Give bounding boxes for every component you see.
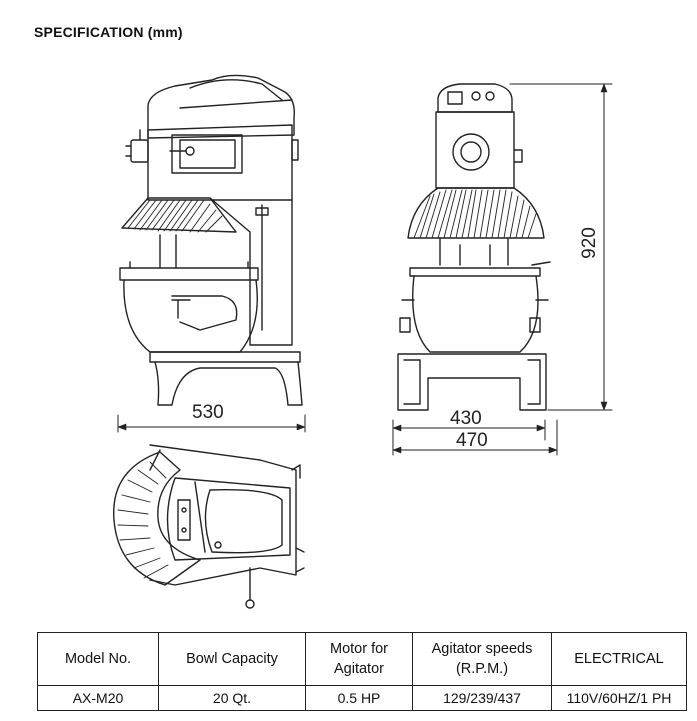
header-model-no: Model No.: [37, 632, 159, 686]
height-dimension: 920: [578, 227, 600, 259]
cell-agitator-speeds: 129/239/437: [412, 685, 552, 711]
top-view: [113, 444, 305, 609]
specification-table: Model No. Bowl Capacity Motor for Agitat…: [37, 632, 687, 711]
cell-electrical: 110V/60HZ/1 PH: [551, 685, 687, 711]
cell-model-no: AX-M20: [37, 685, 159, 711]
header-motor: Motor for Agitator: [305, 632, 413, 686]
side-view: [117, 74, 306, 433]
cell-motor: 0.5 HP: [305, 685, 413, 711]
header-agitator-speeds: Agitator speeds (R.P.M.): [412, 632, 552, 686]
table-header-row: Model No. Bowl Capacity Motor for Agitat…: [37, 632, 687, 686]
table-row: AX-M20 20 Qt. 0.5 HP 129/239/437 110V/60…: [37, 685, 687, 711]
cell-bowl-capacity: 20 Qt.: [158, 685, 306, 711]
side-width-dimension: 530: [192, 402, 224, 423]
front-total-width-dimension: 470: [456, 430, 488, 451]
header-bowl-capacity: Bowl Capacity: [158, 632, 306, 686]
front-base-width-dimension: 430: [450, 408, 482, 429]
header-electrical: ELECTRICAL: [551, 632, 687, 686]
page-title: SPECIFICATION (mm): [34, 24, 183, 40]
front-view: [392, 83, 613, 456]
